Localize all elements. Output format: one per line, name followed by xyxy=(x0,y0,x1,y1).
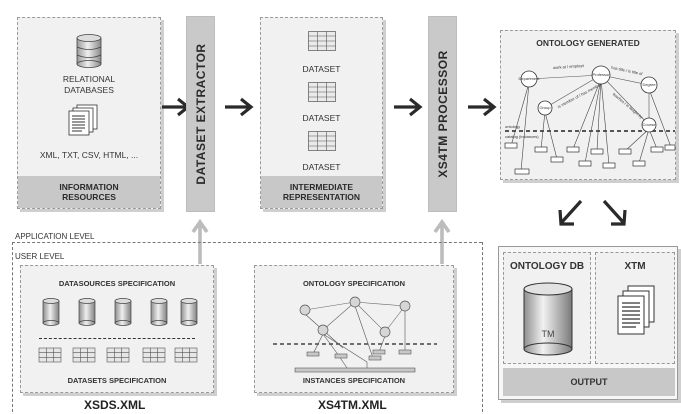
node-professor-label: Professor xyxy=(592,72,610,77)
dataset-extractor-bar: DATASET EXTRACTOR xyxy=(186,16,215,212)
information-resources-panel: RELATIONAL DATABASES XML, TXT, CSV, HTML… xyxy=(17,17,161,209)
datasets-specification-label: DATASETS SPECIFICATION xyxy=(67,376,167,385)
dataset-table-icon xyxy=(308,82,336,102)
output-ontology-db-box: ONTOLOGY DB TM xyxy=(503,252,591,364)
ontology-spec-graph xyxy=(273,296,437,373)
xs4tm-processor-bar: XS4TM PROCESSOR xyxy=(428,16,457,212)
dataset-extractor-label: DATASET EXTRACTOR xyxy=(193,43,208,185)
dataset-table-icon xyxy=(308,131,336,151)
output-xtm-box: XTM xyxy=(595,252,675,364)
documents-icon xyxy=(68,104,98,136)
flow-arrow-4 xyxy=(468,97,497,117)
user-level-label: USER LEVEL xyxy=(15,252,65,261)
xs4tm-caption: XS4TM.XML xyxy=(318,398,387,412)
ontology-graph xyxy=(504,65,676,175)
dataset-label-3: DATASET xyxy=(302,162,341,172)
spec-arrow-xsds xyxy=(191,218,209,264)
ontology-db-cylinder-icon xyxy=(523,282,573,356)
intermediate-representation-panel: DATASET DATASET DATASET INTERMEDIATE REP… xyxy=(260,17,383,209)
xs4tm-processor-label: XS4TM PROCESSOR xyxy=(435,50,450,178)
xtm-documents-icon xyxy=(617,285,655,335)
relational-databases-label: RELATIONAL DATABASES xyxy=(62,74,116,95)
flow-arrow-2 xyxy=(225,97,254,117)
tm-cylinder-label: TM xyxy=(541,329,555,339)
catalog-side-label: catalog (instances) xyxy=(505,134,539,139)
flow-arrow-3 xyxy=(394,97,423,117)
instances-specification-label: INSTANCES SPECIFICATION xyxy=(302,376,406,385)
xsds-panel: DATASOURCES SPECIFICATION DATASETS SPECI… xyxy=(20,265,214,393)
ontology-specification-label: ONTOLOGY SPECIFICATION xyxy=(302,279,406,288)
user-level-box-left xyxy=(12,242,13,412)
datasources-specification-label: DATASOURCES SPECIFICATION xyxy=(58,279,176,288)
output-title-bar: OUTPUT xyxy=(503,368,675,396)
datasource-cylinders xyxy=(42,298,198,326)
xsds-caption: XSDS.XML xyxy=(84,398,146,412)
ontology-db-label: ONTOLOGY DB xyxy=(509,261,585,272)
information-resources-title: INFORMATION RESOURCES xyxy=(18,176,160,208)
output-arrow-right xyxy=(602,199,627,226)
output-panel: ONTOLOGY DB TM XTM OUTPUT xyxy=(498,246,678,400)
ontology-generated-title: ONTOLOGY GENERATED xyxy=(536,38,640,48)
output-title: OUTPUT xyxy=(570,377,608,387)
relational-database-icon xyxy=(76,34,102,68)
ontology-side-label: ontology xyxy=(505,124,521,129)
xtm-label: XTM xyxy=(624,261,646,272)
node-course-label: Course xyxy=(642,122,656,127)
level-divider-vertical xyxy=(482,242,483,412)
formats-label: XML, TXT, CSV, HTML, ... xyxy=(39,150,139,160)
intermediate-representation-title: INTERMEDIATE REPRESENTATION xyxy=(261,176,382,208)
level-divider xyxy=(12,242,482,243)
output-arrow-left xyxy=(558,199,583,226)
dataset-table-icon xyxy=(308,31,336,51)
dataset-label-2: DATASET xyxy=(302,113,341,123)
xsds-divider xyxy=(39,338,195,339)
ontology-generated-panel: ONTOLOGY GENERATED xyxy=(500,30,676,180)
spec-arrow-xs4tm xyxy=(433,218,451,264)
xs4tm-panel: ONTOLOGY SPECIFICATION xyxy=(254,265,454,393)
node-department-label: Department xyxy=(518,76,540,81)
node-group-label: Group xyxy=(539,105,551,110)
dataset-label-1: DATASET xyxy=(302,64,341,74)
node-degree-label: Degree xyxy=(642,82,656,87)
application-level-label: APPLICATION LEVEL xyxy=(15,232,95,241)
dataset-tables xyxy=(38,347,198,363)
